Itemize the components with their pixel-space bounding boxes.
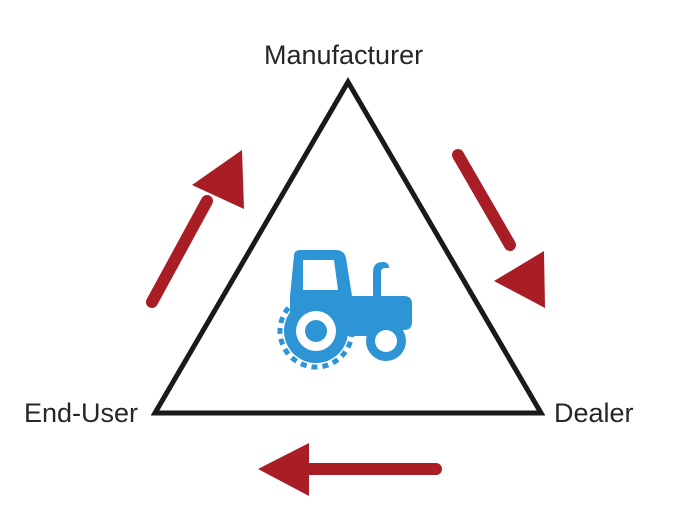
arrow-enduser-to-manufacturer xyxy=(146,150,244,308)
arrow-dealer-to-enduser xyxy=(258,443,442,496)
node-enduser-label: End-User xyxy=(24,398,139,428)
arrow-manufacturer-to-dealer xyxy=(452,149,545,308)
relationship-triangle xyxy=(150,77,546,416)
node-manufacturer-label: Manufacturer xyxy=(264,40,424,70)
tractor-icon xyxy=(277,250,412,370)
node-dealer-label: Dealer xyxy=(554,398,634,428)
